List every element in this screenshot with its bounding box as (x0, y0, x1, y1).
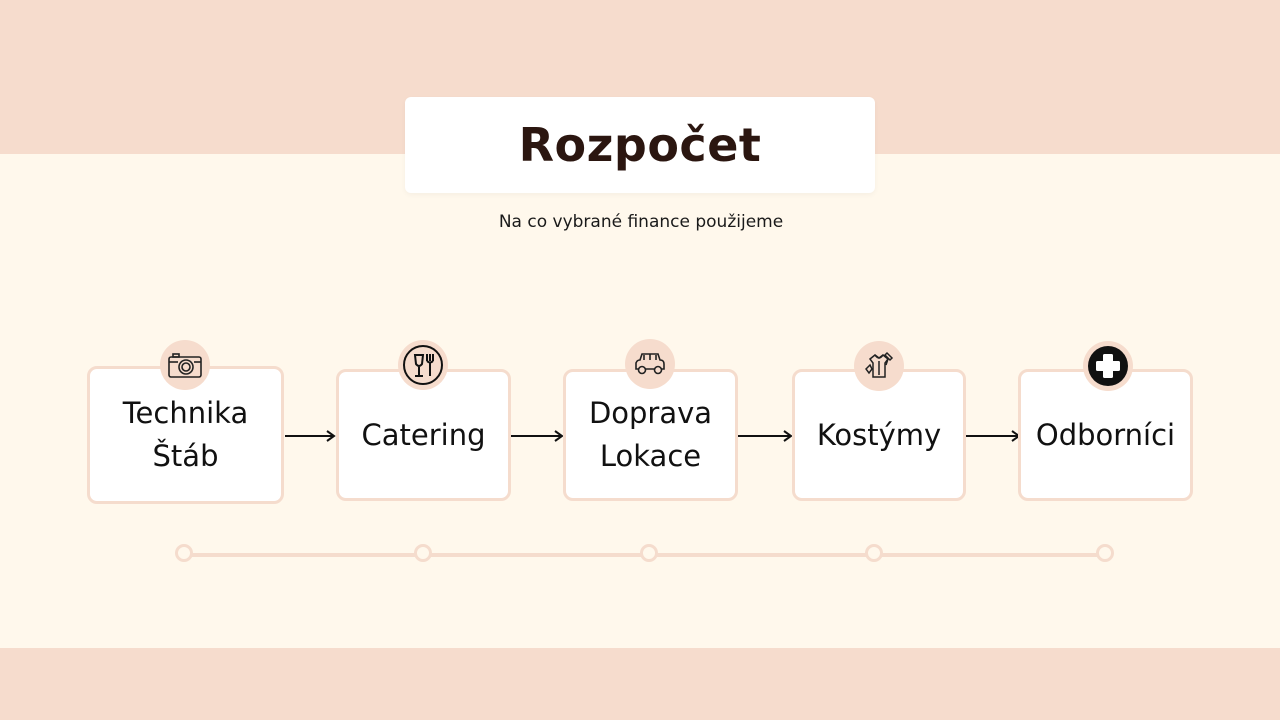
medical-cross-icon (1083, 341, 1133, 391)
step-label: Lokace (599, 439, 702, 473)
timeline-dot (1096, 544, 1114, 562)
arrow-icon (966, 430, 1021, 442)
step-label: Catering (361, 417, 486, 452)
step-card-doprava: Doprava Lokace (563, 369, 738, 501)
bottom-band (0, 648, 1280, 720)
car-icon (625, 339, 675, 389)
timeline-dot (414, 544, 432, 562)
camera-icon (160, 340, 210, 390)
timeline-dot (175, 544, 193, 562)
arrow-icon (511, 430, 564, 442)
title-card: Rozpočet (405, 97, 875, 193)
step-label: Štáb (152, 439, 219, 473)
step-label: Doprava (588, 396, 713, 430)
wine-glass-cutlery-icon (398, 340, 448, 390)
page-subtitle: Na co vybrané finance použijeme (498, 212, 784, 232)
step-label: Odborníci (1035, 417, 1176, 452)
page-title: Rozpočet (518, 118, 762, 172)
step-card-odbornici: Odborníci (1018, 369, 1193, 501)
timeline-dot (640, 544, 658, 562)
timeline-dot (865, 544, 883, 562)
step-label: Kostýmy (816, 417, 942, 452)
arrow-icon (738, 430, 793, 442)
step-card-catering: Catering (336, 369, 511, 501)
arrow-icon (285, 430, 336, 442)
step-label: Technika (122, 396, 249, 430)
costume-icon (854, 341, 904, 391)
